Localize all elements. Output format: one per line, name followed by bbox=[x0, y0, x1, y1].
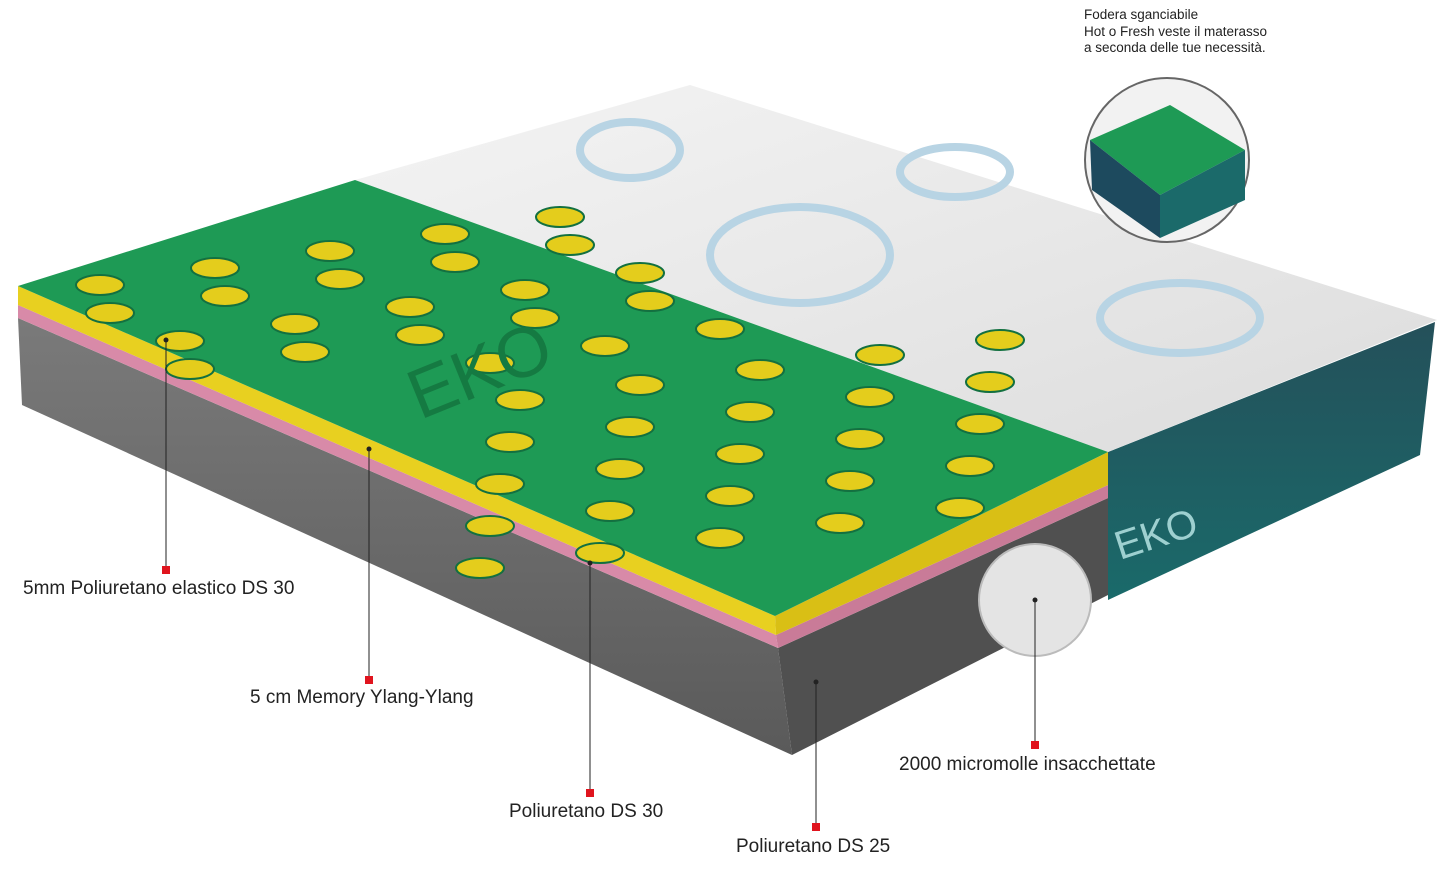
hole bbox=[395, 324, 445, 346]
hole bbox=[155, 330, 205, 352]
hole bbox=[430, 251, 480, 273]
layer-poliuretano-ds30-side bbox=[776, 485, 1108, 648]
springs-side bbox=[1108, 322, 1435, 600]
hole bbox=[270, 313, 320, 335]
inset-side-right bbox=[1160, 150, 1245, 238]
hole bbox=[575, 542, 625, 564]
hole bbox=[975, 329, 1025, 351]
hole bbox=[385, 296, 435, 318]
hole bbox=[420, 223, 470, 245]
hole bbox=[75, 274, 125, 296]
layer-poliuretano-ds25-front bbox=[18, 318, 792, 755]
hole bbox=[315, 268, 365, 290]
hole bbox=[615, 374, 665, 396]
label-poliuretano-ds25: Poliuretano DS 25 bbox=[736, 836, 891, 857]
hole bbox=[465, 515, 515, 537]
cover-note: Fodera sganciabile Hot o Fresh veste il … bbox=[1084, 7, 1267, 57]
hole bbox=[595, 458, 645, 480]
hole bbox=[735, 359, 785, 381]
ventilation-holes bbox=[75, 206, 1025, 579]
label-poliuretano-elastico: 5mm Poliuretano elastico DS 30 bbox=[23, 578, 295, 599]
hole bbox=[705, 485, 755, 507]
cover-note-line2: a seconda delle tue necessità. bbox=[1084, 40, 1266, 55]
hole bbox=[695, 527, 745, 549]
cover-note-line1: Hot o Fresh veste il materasso bbox=[1084, 23, 1268, 39]
hole bbox=[625, 290, 675, 312]
hole bbox=[695, 318, 745, 340]
hole bbox=[835, 428, 885, 450]
hole bbox=[165, 358, 215, 380]
hole bbox=[200, 285, 250, 307]
label-poliuretano-ds30: Poliuretano DS 30 bbox=[509, 801, 664, 822]
label-micromolle: 2000 micromolle insacchettate bbox=[899, 754, 1156, 775]
cover-note-title: Fodera sganciabile bbox=[1084, 7, 1199, 22]
hole bbox=[965, 371, 1015, 393]
inset-side bbox=[1090, 140, 1160, 238]
hole bbox=[510, 307, 560, 329]
hole bbox=[615, 262, 665, 284]
hole bbox=[585, 500, 635, 522]
red-markers bbox=[162, 566, 1039, 831]
hole bbox=[605, 416, 655, 438]
hole bbox=[855, 344, 905, 366]
hole bbox=[955, 413, 1005, 435]
hole bbox=[945, 455, 995, 477]
hole bbox=[280, 341, 330, 363]
hole bbox=[305, 240, 355, 262]
hole bbox=[500, 279, 550, 301]
label-memory: 5 cm Memory Ylang-Ylang bbox=[250, 687, 474, 708]
hole bbox=[475, 473, 525, 495]
layer-poliuretano-elastico-top bbox=[18, 180, 1108, 616]
layer-memory-side bbox=[775, 452, 1108, 635]
hole bbox=[815, 512, 865, 534]
hole bbox=[845, 386, 895, 408]
hole bbox=[725, 401, 775, 423]
leader-lines bbox=[165, 340, 1036, 827]
hole bbox=[190, 257, 240, 279]
hole bbox=[455, 557, 505, 579]
hole bbox=[495, 389, 545, 411]
hole bbox=[85, 302, 135, 324]
hole bbox=[935, 497, 985, 519]
hole bbox=[825, 470, 875, 492]
hole bbox=[715, 443, 765, 465]
cover-logo-pattern bbox=[576, 118, 1264, 357]
hole bbox=[485, 431, 535, 453]
inset-green bbox=[1090, 105, 1245, 195]
hole bbox=[535, 206, 585, 228]
hole bbox=[465, 352, 515, 374]
hole bbox=[545, 234, 595, 256]
hole bbox=[580, 335, 630, 357]
